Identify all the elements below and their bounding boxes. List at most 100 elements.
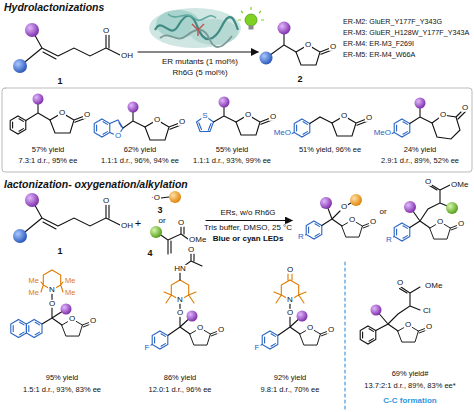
atom-label: MeO xyxy=(273,129,292,137)
atom-label: O xyxy=(436,218,444,226)
atom-label: O xyxy=(425,323,433,331)
atom-label: S xyxy=(201,112,208,120)
bond-line xyxy=(158,225,188,254)
atom-label: HN xyxy=(173,265,187,273)
ring-structure xyxy=(394,119,410,137)
atom-label: OMe xyxy=(450,181,469,189)
ring-structure xyxy=(94,119,110,137)
atom-label: O xyxy=(102,27,110,35)
atom-label: O xyxy=(348,216,356,224)
atom-label: O xyxy=(286,266,294,274)
text-label: 51% yield, 96% ee xyxy=(298,146,362,154)
atom-label: 2 xyxy=(296,75,303,84)
substituent-sphere xyxy=(61,304,72,315)
atom-label: 4 xyxy=(146,249,153,258)
bond-line xyxy=(161,197,169,198)
atom-label: Me xyxy=(64,289,76,297)
text-label: 12.0:1 d.r., 96% ee xyxy=(148,386,213,394)
atom-label: + xyxy=(134,218,142,230)
reaction-arrow xyxy=(206,220,292,221)
ring-structure xyxy=(262,331,278,349)
substituent-sphere xyxy=(25,23,39,37)
text-label: Blue or cyan LEDs xyxy=(212,235,285,243)
atom-label: O xyxy=(187,246,195,254)
bond-line xyxy=(192,24,204,36)
ring-structure xyxy=(152,331,168,349)
text-label: 9.8:1 d.r., 70% ee xyxy=(260,386,321,394)
substituent-sphere xyxy=(278,22,291,35)
atom-label: O xyxy=(461,104,469,112)
atom-label: O xyxy=(457,220,465,228)
atom-label: 1 xyxy=(56,77,63,86)
atom-label: Me xyxy=(28,289,40,297)
substituent-sphere xyxy=(404,201,416,213)
atom-label: O xyxy=(58,109,66,117)
text-label: 57% yield xyxy=(31,146,66,154)
bond-line xyxy=(238,7,264,20)
text-label: 13.7:2:1 d.r., 89%, 83% ee* xyxy=(363,382,456,390)
reaction-arrow xyxy=(344,262,345,410)
atom-label: OMe xyxy=(424,282,443,290)
substituent-sphere xyxy=(320,197,332,209)
bond-line xyxy=(410,184,452,228)
atom-label: N xyxy=(286,296,294,304)
substituent-sphere xyxy=(25,193,39,207)
ring-structure xyxy=(26,320,42,338)
bond-line xyxy=(310,117,332,124)
frame-outline xyxy=(2,88,472,172)
atom-label: O xyxy=(217,326,225,334)
atom-label: R xyxy=(297,233,305,241)
bond-line xyxy=(149,8,241,48)
atom-label: MeO xyxy=(373,129,392,137)
substituent-sphere xyxy=(187,311,198,322)
text-label: 95% yield xyxy=(45,374,80,382)
bond-line xyxy=(391,223,410,241)
atom-label: O xyxy=(439,111,447,119)
atom-label: O xyxy=(48,300,56,308)
substituent-sphere xyxy=(219,97,230,108)
text-label: 1.5:1 d.r., 93%, 83% ee xyxy=(22,386,102,394)
atom-label: OH xyxy=(120,52,134,60)
ring-structure xyxy=(10,116,26,134)
bond-line xyxy=(376,287,420,331)
atom-label: R xyxy=(385,236,393,244)
text-label: ER-M2: GluER_Y177F_Y343G xyxy=(342,18,443,26)
ring-structure xyxy=(11,320,27,338)
text-label: 55% yield xyxy=(215,146,250,154)
text-label: ER-M3: GluER_H128W_Y177F_Y343A xyxy=(342,29,470,37)
atom-label: O xyxy=(369,218,377,226)
atom-label: O xyxy=(102,197,110,205)
atom-label: or xyxy=(378,208,387,216)
atom-label: O xyxy=(365,114,373,122)
atom-label: O xyxy=(89,317,97,325)
text-label: 1.1:1 d.r., 96%, 94% ee xyxy=(100,157,180,165)
bond-line xyxy=(190,19,238,45)
atom-label: O xyxy=(196,324,204,332)
enzyme-illustration xyxy=(149,8,241,48)
atom-label: O xyxy=(177,219,185,227)
bond-line xyxy=(11,320,42,338)
text-label: 92% yield xyxy=(273,374,308,382)
atom-label: O xyxy=(327,326,335,334)
atom-label: O xyxy=(269,113,277,121)
atom-label: F xyxy=(254,344,261,352)
atom-label: N xyxy=(48,286,56,294)
atom-label: or xyxy=(157,217,166,225)
atom-label: O xyxy=(340,203,348,211)
atom-label: O xyxy=(340,112,348,120)
substituent-sphere xyxy=(33,94,44,105)
substituent-sphere xyxy=(415,98,426,109)
text-label: 86% yield xyxy=(163,374,198,382)
atom-label: O xyxy=(396,279,404,287)
bond-line xyxy=(259,331,278,349)
ring-structure xyxy=(394,223,410,241)
atom-label: O xyxy=(83,111,91,119)
atom-label: O xyxy=(424,178,432,186)
ring-structure xyxy=(432,108,467,139)
bond-line xyxy=(291,119,310,137)
atom-label: Me xyxy=(28,277,40,285)
ring-structure xyxy=(306,221,322,239)
atom-label: OMe xyxy=(188,236,207,244)
